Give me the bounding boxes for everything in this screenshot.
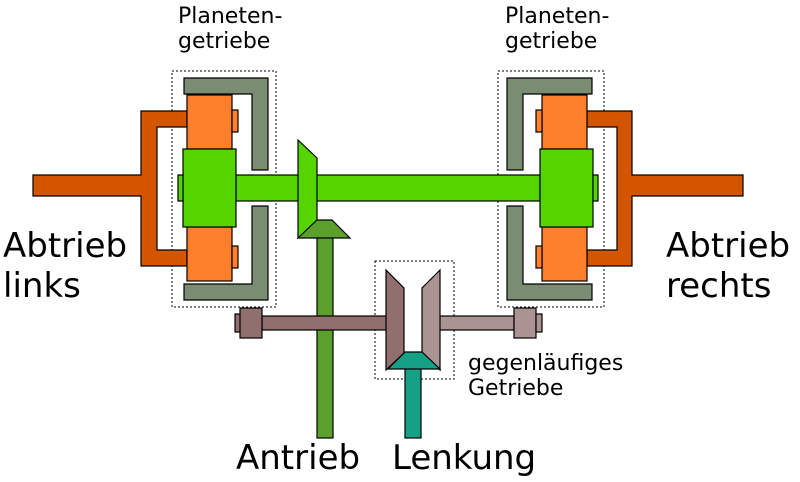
sun-gear-right-stub — [592, 174, 599, 202]
planet-pin-left-top — [231, 109, 239, 133]
ring-gear-right-bottom — [506, 205, 593, 301]
drive-label: Antrieb — [236, 438, 361, 478]
counter-gear-left-pulley — [239, 307, 263, 339]
planet-pin-right-top — [535, 109, 543, 133]
planetary-left-label: Planeten- getriebe — [178, 4, 283, 55]
planet-gear-right-top — [541, 94, 588, 150]
counter-shaft-left — [261, 315, 388, 331]
output-left-label: Abtrieb links — [3, 226, 128, 307]
counter-gear-label: gegenläufiges Getriebe — [468, 351, 624, 402]
planet-gear-right-bottom — [541, 226, 588, 282]
planet-gear-left-top — [186, 94, 233, 150]
main-shaft — [235, 174, 541, 202]
ring-gear-right-top — [506, 77, 593, 171]
output-shaft-right — [586, 110, 744, 267]
ring-gear-left-bottom — [183, 205, 269, 301]
sun-gear-left-stub — [177, 174, 184, 202]
steering-bevel-gear — [386, 351, 442, 370]
drive-bevel-gear — [296, 219, 352, 239]
planetary-right-label: Planeten- getriebe — [505, 4, 610, 55]
output-shaft-left — [32, 110, 188, 267]
sun-gear-right — [539, 148, 594, 228]
counter-gear-right-bearing — [535, 313, 543, 333]
counter-gear-right-pulley — [513, 307, 537, 339]
planet-gear-left-bottom — [186, 226, 233, 282]
planet-pin-right-bottom — [535, 245, 543, 269]
steering-shaft — [404, 367, 422, 439]
sun-gear-left — [182, 148, 237, 228]
output-right-label: Abtrieb rechts — [666, 226, 791, 307]
counter-shaft-right — [437, 315, 515, 331]
drive-shaft — [316, 235, 334, 439]
ring-gear-left-top — [183, 77, 269, 171]
planet-pin-left-bottom — [231, 245, 239, 269]
steering-label: Lenkung — [392, 438, 537, 478]
